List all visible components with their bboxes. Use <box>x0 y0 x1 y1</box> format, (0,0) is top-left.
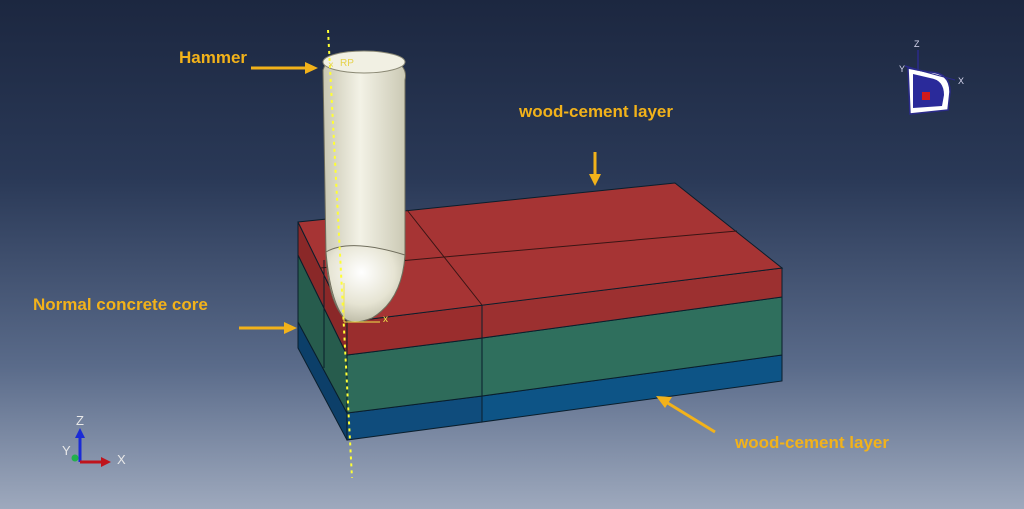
partition-line-a <box>406 209 483 306</box>
local-axis-x-label: x <box>383 314 388 325</box>
cube-x-label: X <box>958 76 964 86</box>
triad-y-label: Y <box>62 443 71 458</box>
hammer-tip <box>325 245 406 323</box>
hammer-body[interactable] <box>322 50 406 323</box>
cube-y-label: Y <box>899 64 905 74</box>
cube-z-label: Z <box>914 39 920 49</box>
global-axis-triad: Z Y X <box>62 413 126 467</box>
triad-x-label: X <box>117 452 126 467</box>
core-label: Normal concrete core <box>33 295 208 314</box>
hammer-axis-guide <box>327 29 353 479</box>
top-layer-callout-arrow <box>589 152 601 186</box>
view-orientation-cube[interactable]: Z Y X <box>899 39 964 115</box>
hammer-callout-arrow <box>251 62 318 74</box>
local-axis-marker: x <box>343 283 388 325</box>
triad-z-label: Z <box>76 413 84 428</box>
svg-text:×: × <box>328 60 334 71</box>
hammer-top-cap <box>322 50 406 74</box>
core-callout-arrow <box>239 322 297 334</box>
top-wood-cement-layer[interactable] <box>297 182 784 422</box>
hammer-label: Hammer <box>179 48 248 67</box>
bottom-layer-callout-arrow <box>656 396 716 434</box>
normal-concrete-core[interactable] <box>297 254 783 414</box>
bottom-layer-label: wood-cement layer <box>735 433 889 452</box>
reference-point-label: RP <box>340 58 354 69</box>
reference-point-marker[interactable]: × RP <box>328 58 354 71</box>
top-layer-label: wood-cement layer <box>519 102 673 121</box>
